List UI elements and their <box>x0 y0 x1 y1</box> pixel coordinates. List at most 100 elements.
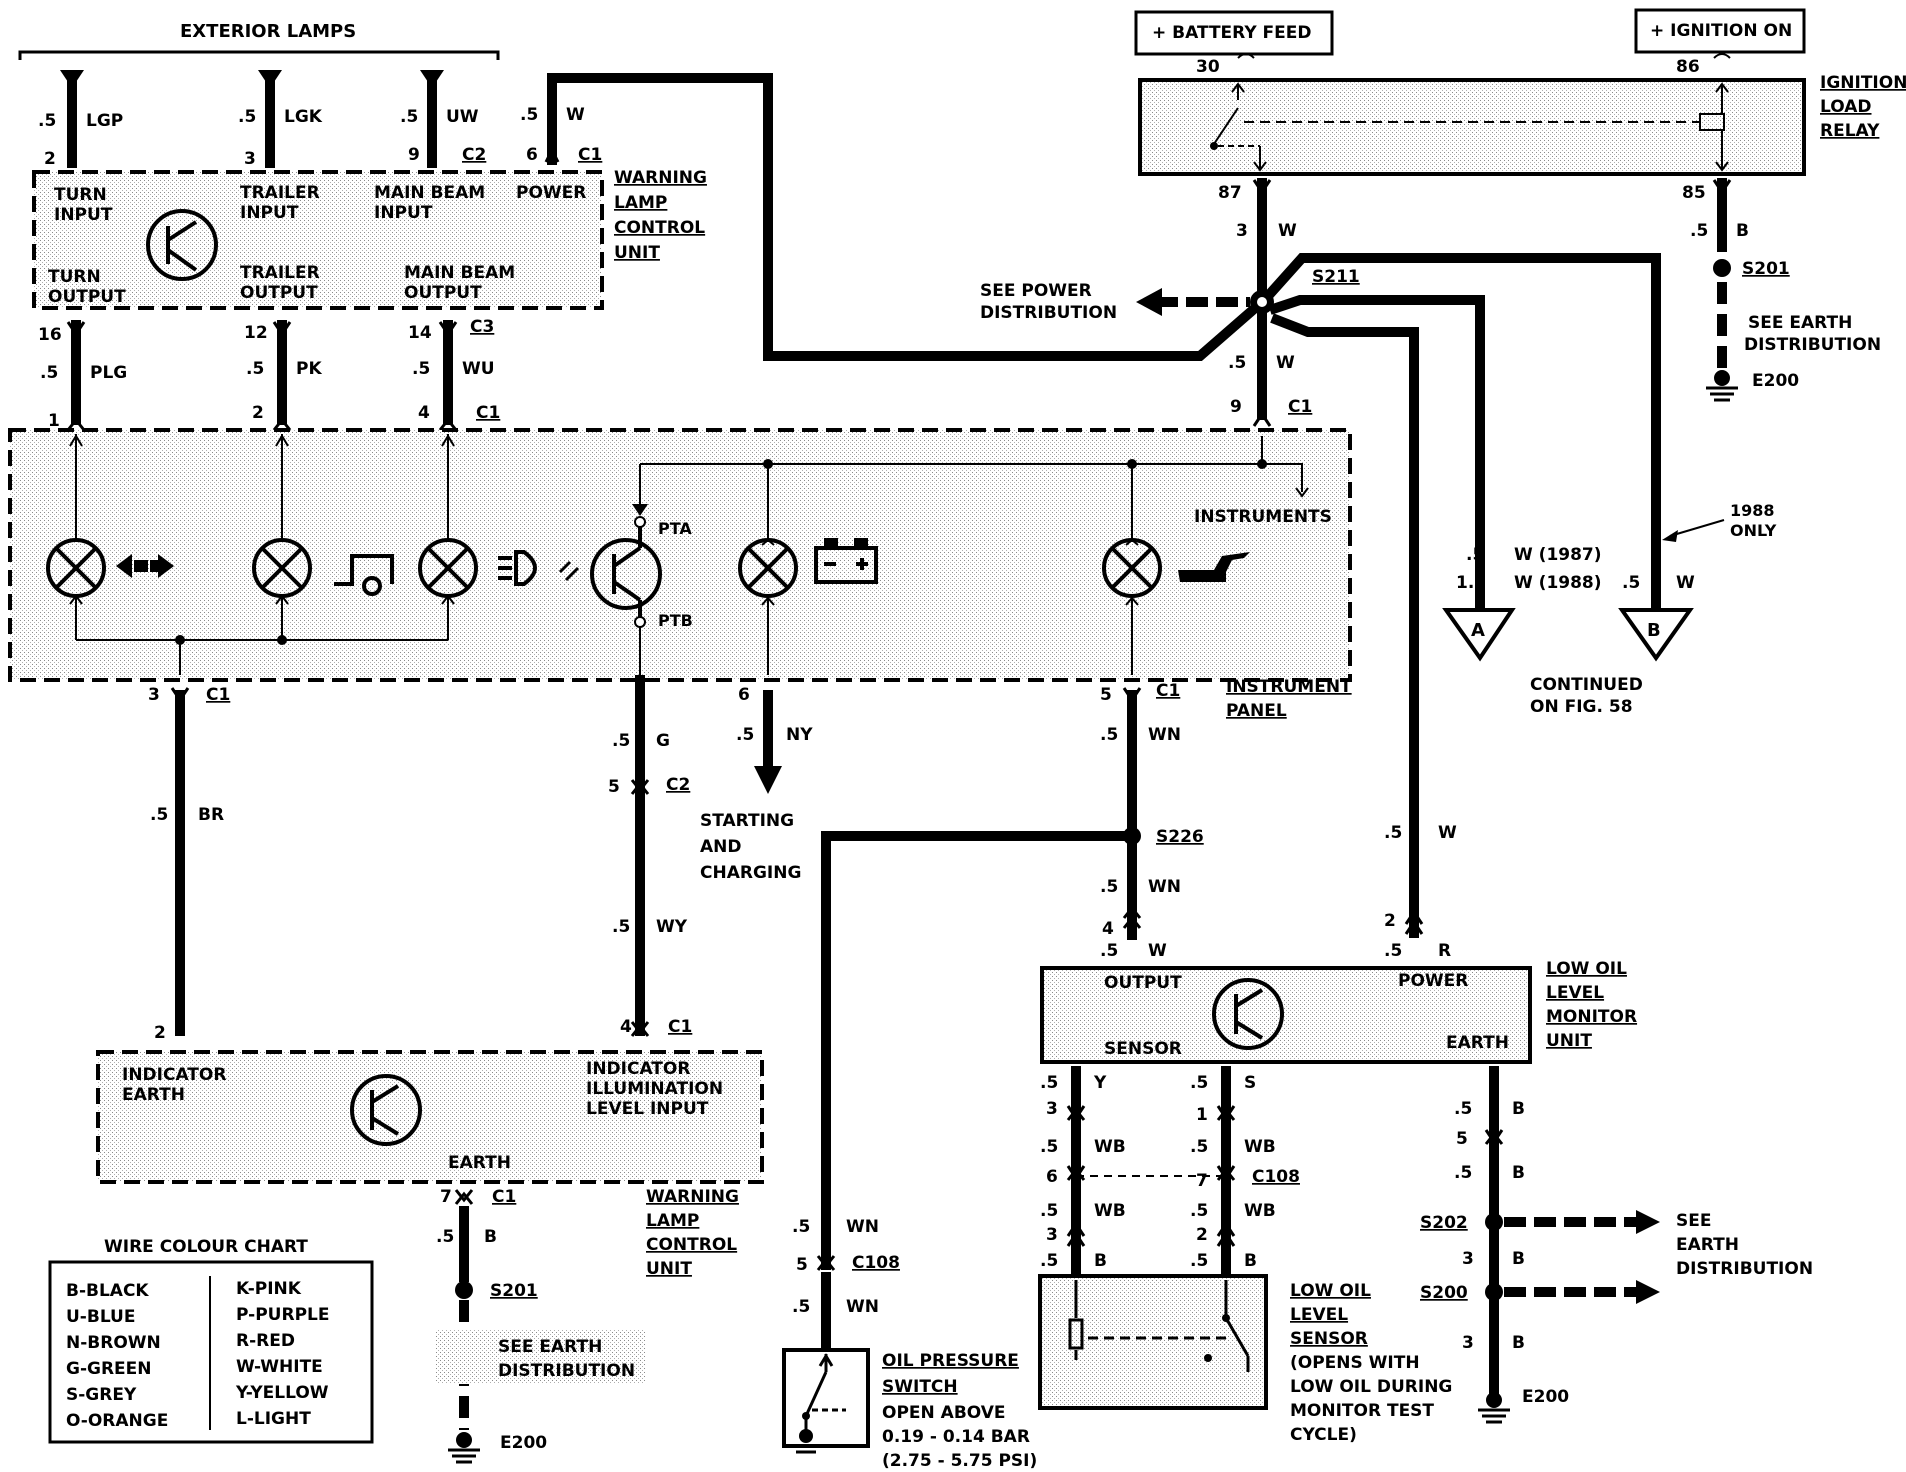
pressure-switch-icon <box>804 1353 846 1430</box>
svg-text:OUTPUT: OUTPUT <box>404 283 482 303</box>
wire-gauge: .5 <box>1622 573 1640 593</box>
svg-text:OUTPUT: OUTPUT <box>48 287 126 307</box>
splice-label: S211 <box>1312 267 1360 287</box>
svg-text:SEE EARTH: SEE EARTH <box>498 1337 602 1357</box>
svg-text:SEE POWER: SEE POWER <box>980 281 1092 301</box>
wire-arrows <box>60 70 444 88</box>
pin-number: 4 <box>620 1017 632 1037</box>
wire-colour: W <box>566 105 585 125</box>
pin-number: 5 <box>1100 685 1112 705</box>
starting-charging-arrow <box>754 766 782 794</box>
wire-colour: W (1988) <box>1514 573 1602 593</box>
svg-text:(OPENS WITH: (OPENS WITH <box>1290 1353 1420 1373</box>
pin-number: 5 <box>608 777 620 797</box>
wire-colour: B <box>484 1227 497 1247</box>
svg-text:INPUT: INPUT <box>54 205 113 225</box>
transistor-icon <box>146 209 218 281</box>
wire-gauge: .5 <box>1454 1099 1472 1119</box>
wire-gauge: .5 <box>1100 941 1118 961</box>
svg-text:R-RED: R-RED <box>236 1331 295 1351</box>
wire-colour: WN <box>1148 725 1181 745</box>
wire-colour: B <box>1512 1099 1525 1119</box>
connector-id: C1 <box>578 145 602 165</box>
exterior-lamps-bracket <box>18 50 500 60</box>
svg-text:PANEL: PANEL <box>1226 701 1287 721</box>
svg-text:CONTROL: CONTROL <box>614 218 705 238</box>
wire-gauge: .5 <box>400 107 418 127</box>
svg-text:LOW OIL DURING: LOW OIL DURING <box>1290 1377 1452 1397</box>
wire-gauge: .5 <box>1690 221 1708 241</box>
splice-s226 <box>1123 827 1141 845</box>
earth-label: E200 <box>500 1433 547 1453</box>
wire-gauge: .5 <box>1040 1073 1058 1093</box>
ignition-on-box <box>1634 8 1806 54</box>
svg-text:WARNING: WARNING <box>614 168 707 188</box>
continued-label: CONTINUED ON FIG. 58 <box>1530 675 1643 717</box>
pin-number: 4 <box>1102 919 1114 939</box>
wire-colour: W <box>1676 573 1695 593</box>
connector-id: C108 <box>852 1253 900 1273</box>
wire-gauge: .5 <box>1190 1201 1208 1221</box>
connector-id: C108 <box>1252 1167 1300 1187</box>
svg-text:DISTRIBUTION: DISTRIBUTION <box>1676 1259 1813 1279</box>
wire-colour: WN <box>846 1217 879 1237</box>
splice-s200 <box>1485 1283 1503 1301</box>
s211-branch-wires <box>1264 253 1661 938</box>
wire-gauge: 3 <box>1462 1333 1474 1353</box>
svg-text:CONTROL: CONTROL <box>646 1235 737 1255</box>
svg-text:MAIN BEAM: MAIN BEAM <box>374 183 485 203</box>
svg-text:CYCLE): CYCLE) <box>1290 1425 1357 1445</box>
pta-diode-icon <box>632 504 648 628</box>
svg-text:TRAILER: TRAILER <box>240 183 320 203</box>
wire-gauge: .5 <box>520 105 538 125</box>
wire-colour: BR <box>198 805 224 825</box>
svg-text:SENSOR: SENSOR <box>1104 1039 1182 1059</box>
connector-id: C1 <box>668 1017 692 1037</box>
power-wire-route <box>547 73 1266 361</box>
pin-number: 6 <box>526 145 538 165</box>
wire-colour: LGP <box>86 111 123 131</box>
exterior-lamp-wires <box>67 78 437 168</box>
svg-text:LOAD: LOAD <box>1820 97 1872 117</box>
wire-gauge: .5 <box>238 107 256 127</box>
oil-pressure-switch-label: OIL PRESSURE SWITCH OPEN ABOVE 0.19 - 0.… <box>882 1351 1037 1471</box>
wire-gauge: .5 <box>1454 1163 1472 1183</box>
ignition-on-label: + IGNITION ON <box>1650 21 1792 41</box>
wire-colour: W (1987) <box>1514 545 1602 565</box>
wire-colour: W <box>1438 823 1457 843</box>
ptb-label: PTB <box>658 611 693 630</box>
earth-label: E200 <box>1522 1387 1569 1407</box>
transistor-icon <box>1212 978 1284 1050</box>
oil-can-icon <box>1178 552 1250 582</box>
wire-colour: WB <box>1094 1201 1126 1221</box>
svg-text:S-GREY: S-GREY <box>66 1385 137 1405</box>
pin-number: 2 <box>252 403 264 423</box>
wire-gauge: .5 <box>38 111 56 131</box>
svg-text:OIL PRESSURE: OIL PRESSURE <box>882 1351 1019 1371</box>
pin-number: 9 <box>1230 397 1242 417</box>
bulb-icon <box>46 538 106 598</box>
svg-text:CHARGING: CHARGING <box>700 863 801 883</box>
svg-text:LAMP: LAMP <box>614 193 667 213</box>
pin-number: 1 <box>1196 1105 1208 1125</box>
pin-number: 4 <box>418 403 430 423</box>
wire-colour: B <box>1094 1251 1107 1271</box>
warning-lamp-control-unit-top <box>32 170 604 310</box>
svg-text:P-PURPLE: P-PURPLE <box>236 1305 329 1325</box>
svg-text:EARTH: EARTH <box>1676 1235 1739 1255</box>
wire-colour: WB <box>1244 1201 1276 1221</box>
bulb-icon <box>418 538 478 598</box>
svg-text:OUTPUT: OUTPUT <box>240 283 318 303</box>
ignition-load-relay <box>1138 78 1806 176</box>
pin-number: 1 <box>48 411 60 431</box>
pin-number: 3 <box>1046 1225 1058 1245</box>
wire-colour: S <box>1244 1073 1256 1093</box>
instruments-label: INSTRUMENTS <box>1194 507 1332 527</box>
wire-gauge: .5 <box>436 1227 454 1247</box>
battery-feed-box <box>1134 10 1334 56</box>
pin-number: 6 <box>738 685 750 705</box>
svg-text:UNIT: UNIT <box>1546 1031 1592 1051</box>
lols-name: LOW OIL LEVEL SENSOR (OPENS WITH LOW OIL… <box>1290 1281 1452 1445</box>
lolmu-labels: OUTPUT POWER SENSOR EARTH <box>1104 971 1509 1059</box>
bulb-icon <box>1102 538 1162 598</box>
